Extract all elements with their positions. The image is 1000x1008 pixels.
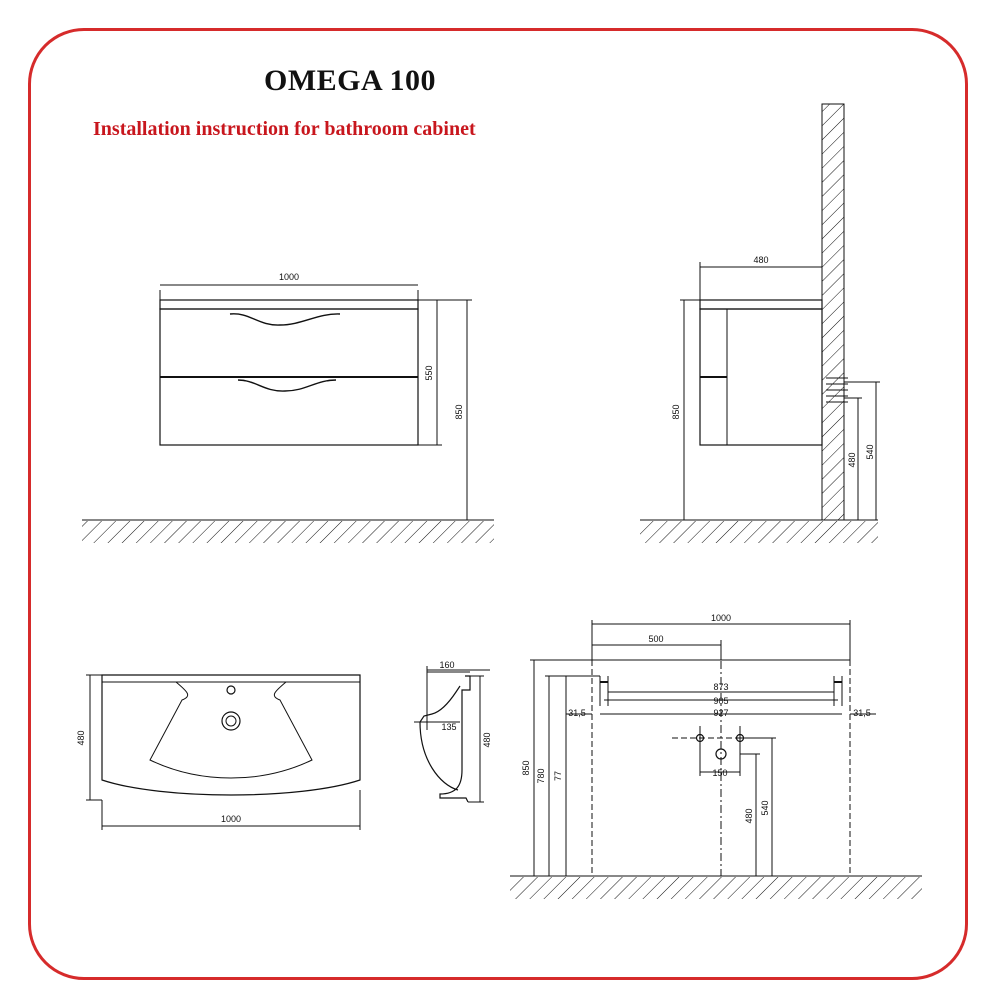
side-depth-label: 480 (753, 255, 768, 265)
front-850-label: 850 (454, 404, 464, 419)
basin-bowl (149, 681, 313, 779)
wall-480-label: 480 (744, 808, 754, 823)
front-top-slab (159, 299, 419, 310)
side-480-label: 480 (847, 452, 857, 467)
wall-540-label: 540 (760, 800, 770, 815)
section-profile (439, 675, 471, 803)
wall-905-label: 905 (713, 696, 728, 706)
drain-outer (221, 711, 241, 731)
side-drawer-front-bottom (699, 376, 728, 446)
wall-150-label: 150 (712, 768, 727, 778)
basin-top-view (86, 674, 361, 830)
side-view (640, 103, 880, 543)
basin-outline (101, 674, 361, 796)
section-top-label: 160 (439, 660, 454, 670)
wall-margin-left-label: 31,5 (568, 708, 586, 718)
wall-500-label: 500 (648, 634, 663, 644)
front-upper-handle (229, 313, 341, 326)
wall-873-label: 873 (713, 682, 728, 692)
basin-width-label: 1000 (221, 814, 241, 824)
front-lower-handle (237, 379, 337, 392)
page-title: OMEGA 100 (263, 64, 436, 97)
wall-780-label: 780 (536, 768, 546, 783)
section-bowl (419, 685, 461, 791)
basin-depth-label: 480 (76, 730, 86, 745)
side-top-slab (699, 299, 823, 310)
page-frame (28, 28, 968, 980)
section-height-label: 480 (482, 732, 492, 747)
wall-floor-hatch (510, 877, 922, 899)
basin-section (414, 666, 490, 803)
wall-850-label: 850 (521, 760, 531, 775)
wall-77-label: 77 (553, 771, 563, 781)
drain-inner (225, 715, 237, 727)
side-850-label: 850 (671, 404, 681, 419)
side-floor-hatch (640, 521, 878, 543)
side-drawer-front-top (699, 308, 728, 378)
front-view (82, 284, 494, 543)
wall-margin-right-label: 31,5 (853, 708, 871, 718)
wall-927-label: 927 (713, 708, 728, 718)
side-540-label: 540 (865, 444, 875, 459)
faucet-hole (226, 685, 236, 695)
drain-pipe (715, 748, 727, 760)
page-subtitle: Installation instruction for bathroom ca… (93, 118, 476, 140)
front-width-label: 1000 (279, 272, 299, 282)
front-550-label: 550 (424, 365, 434, 380)
section-bowl-label: 135 (441, 722, 456, 732)
wall-1000-label: 1000 (711, 613, 731, 623)
front-floor-hatch (82, 521, 494, 543)
side-wall (821, 103, 845, 521)
wall-layout (510, 620, 922, 899)
